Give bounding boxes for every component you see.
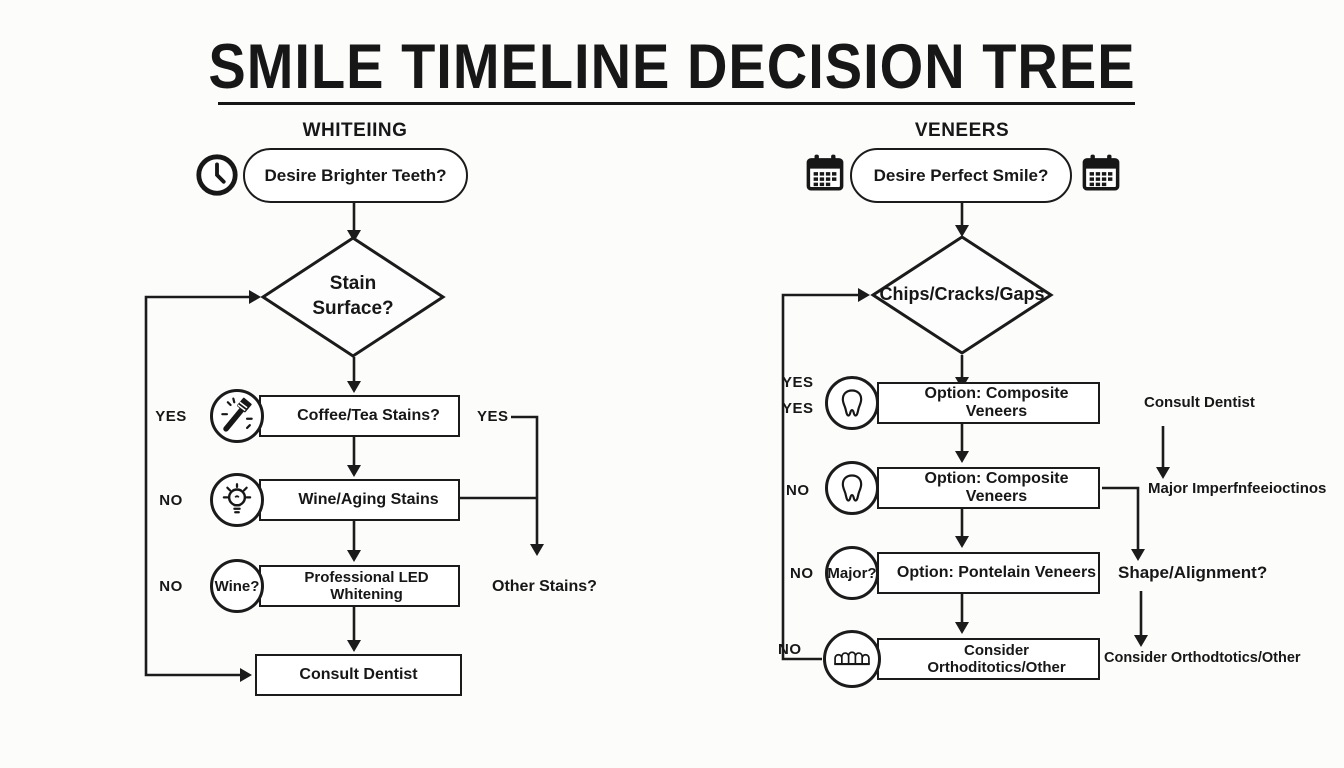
side-shape-alignment: Shape/Alignment? — [1118, 563, 1268, 582]
whitening-row2-answer: NO — [159, 492, 183, 509]
whitening-row2-box: Wine/Aging Stains — [259, 479, 460, 521]
whitening-row3-answer: NO — [159, 578, 183, 595]
decision-diamonds — [260, 235, 1054, 358]
calendar-icon — [804, 152, 846, 194]
veneers-row3-box: Option: Pontelain Veneers — [877, 552, 1100, 594]
veneers-header: VENEERS — [914, 120, 1010, 141]
wine-question-circle: Wine? — [210, 559, 264, 613]
tooth-icon — [825, 376, 879, 430]
whitening-decision-text: Stain Surface? — [312, 273, 394, 319]
major-question-circle: Major? — [825, 546, 879, 600]
whitening-row1-answer: YES — [155, 408, 187, 425]
veneers-row2-answer: NO — [786, 482, 810, 499]
whitening-start-label: Desire Brighter Teeth? — [264, 165, 447, 185]
veneers-start-label: Desire Perfect Smile? — [873, 165, 1049, 185]
stain-surface-diamond — [260, 236, 446, 358]
whitening-branch-label: YES — [477, 408, 509, 425]
lightbulb-icon — [210, 473, 264, 527]
page-title: SMILE TIMELINE DECISION TREE — [208, 31, 1136, 102]
tooth-icon — [825, 461, 879, 515]
whitening-start-node: Desire Brighter Teeth? — [243, 148, 468, 203]
veneers-row4-answer: NO — [778, 641, 802, 658]
side-major-imperfections: Major Imperfnfeeioctinos — [1148, 480, 1327, 497]
other-stains-label: Other Stains? — [492, 578, 597, 595]
veneers-row1-box: Option: Composite Veneers — [877, 382, 1100, 424]
whitening-row1-box: Coffee/Tea Stains? — [259, 395, 460, 437]
veneers-row1-answer1: YES — [782, 374, 814, 391]
teeth-row-icon — [823, 630, 881, 688]
toothbrush-sparkle-icon — [210, 389, 264, 443]
title-underline — [218, 102, 1135, 105]
veneers-row4-box: Consider Orthoditotics/Other — [877, 638, 1100, 680]
veneers-row3-answer: NO — [790, 565, 814, 582]
whitening-header: WHITEIING — [302, 120, 408, 141]
connector-lines — [144, 203, 1165, 677]
veneers-row2-box: Option: Composite Veneers — [877, 467, 1100, 509]
whitening-end-box: Consult Dentist — [255, 654, 462, 696]
veneers-row1-answer2: YES — [782, 400, 814, 417]
calendar-icon — [1080, 152, 1122, 194]
side-consider-orthodontics: Consider Orthodtotics/Other — [1104, 650, 1301, 666]
chips-cracks-diamond — [870, 235, 1054, 355]
side-consult-dentist: Consult Dentist — [1144, 394, 1255, 411]
clock-icon — [194, 152, 240, 198]
whitening-row3-box: Professional LED Whitening — [259, 565, 460, 607]
veneers-decision-text: Chips/Cracks/Gaps — [879, 284, 1045, 304]
veneers-start-node: Desire Perfect Smile? — [850, 148, 1072, 203]
